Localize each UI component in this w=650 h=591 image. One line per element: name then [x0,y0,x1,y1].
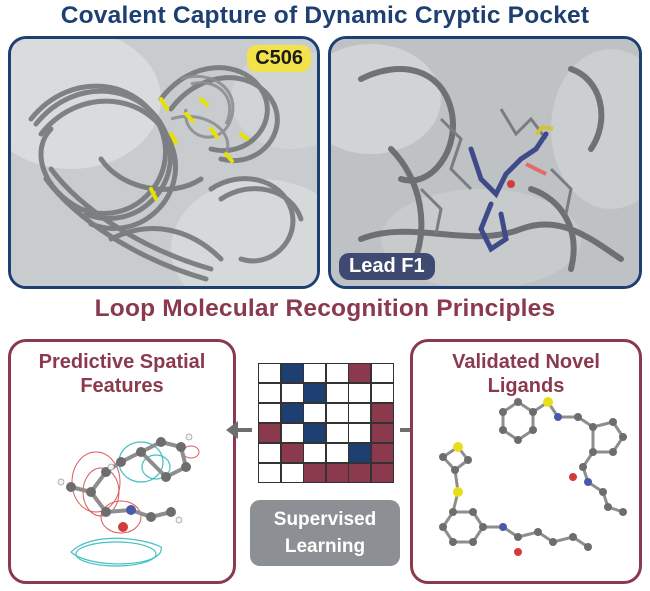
badge-line2: Learning [284,536,366,557]
matrix-cell [259,463,281,482]
matrix-cell [349,383,371,403]
feature-matrix [258,363,394,483]
validated-ligands-title-line2: Ligands [487,375,565,397]
matrix-cell [326,423,348,443]
matrix-cell [371,423,393,443]
spatial-features-illustration [57,433,200,567]
matrix-cell [349,423,371,443]
supervised-learning-badge: Supervised Learning [250,500,400,566]
lead-binding-illustration [331,39,639,286]
matrix-cell [349,403,371,423]
matrix-cell [304,463,326,482]
lead-compound-panel: Lead F1 [328,36,642,289]
protein-ensemble-illustration [11,39,317,286]
matrix-cell [281,383,303,403]
matrix-cell [281,403,303,423]
top-title: Covalent Capture of Dynamic Cryptic Pock… [60,2,590,29]
validated-ligands-title-line1: Validated Novel [452,351,600,373]
matrix-cell [259,443,281,463]
matrix-cell [304,403,326,423]
matrix-cell [259,403,281,423]
matrix-cell [281,423,303,443]
matrix-cell [371,364,393,383]
protein-ensemble-panel: C506 [8,36,320,289]
matrix-cell [326,403,348,423]
validated-ligands-title: Validated Novel Ligands [413,350,639,398]
matrix-cell [326,443,348,463]
matrix-cell [371,403,393,423]
matrix-cell [304,383,326,403]
matrix-cell [349,443,371,463]
matrix-cell [281,443,303,463]
matrix-cell [326,383,348,403]
matrix-cell [281,463,303,482]
matrix-cell [371,443,393,463]
matrix-cell [304,443,326,463]
matrix-cell [371,463,393,482]
left-arrow-icon [226,421,252,439]
matrix-cell [259,383,281,403]
spatial-features-title-line1: Predictive Spatial [38,351,206,373]
matrix-cell [259,364,281,383]
spatial-features-panel: Predictive Spatial Features [8,339,236,584]
matrix-cell [304,364,326,383]
matrix-cell [304,423,326,443]
matrix-cell [349,463,371,482]
lead-label: Lead F1 [339,253,435,280]
mid-title: Loop Molecular Recognition Principles [94,295,556,322]
validated-ligands-illustration [439,397,627,556]
matrix-cell [349,364,371,383]
matrix-cell [371,383,393,403]
residue-label: C506 [247,45,311,72]
spatial-features-title: Predictive Spatial Features [11,350,233,398]
matrix-cell [259,423,281,443]
matrix-cell [326,463,348,482]
validated-ligands-panel: Validated Novel Ligands [410,339,642,584]
matrix-cell [326,364,348,383]
badge-line1: Supervised [273,509,377,530]
spatial-features-title-line2: Features [80,375,164,397]
matrix-cell [281,364,303,383]
